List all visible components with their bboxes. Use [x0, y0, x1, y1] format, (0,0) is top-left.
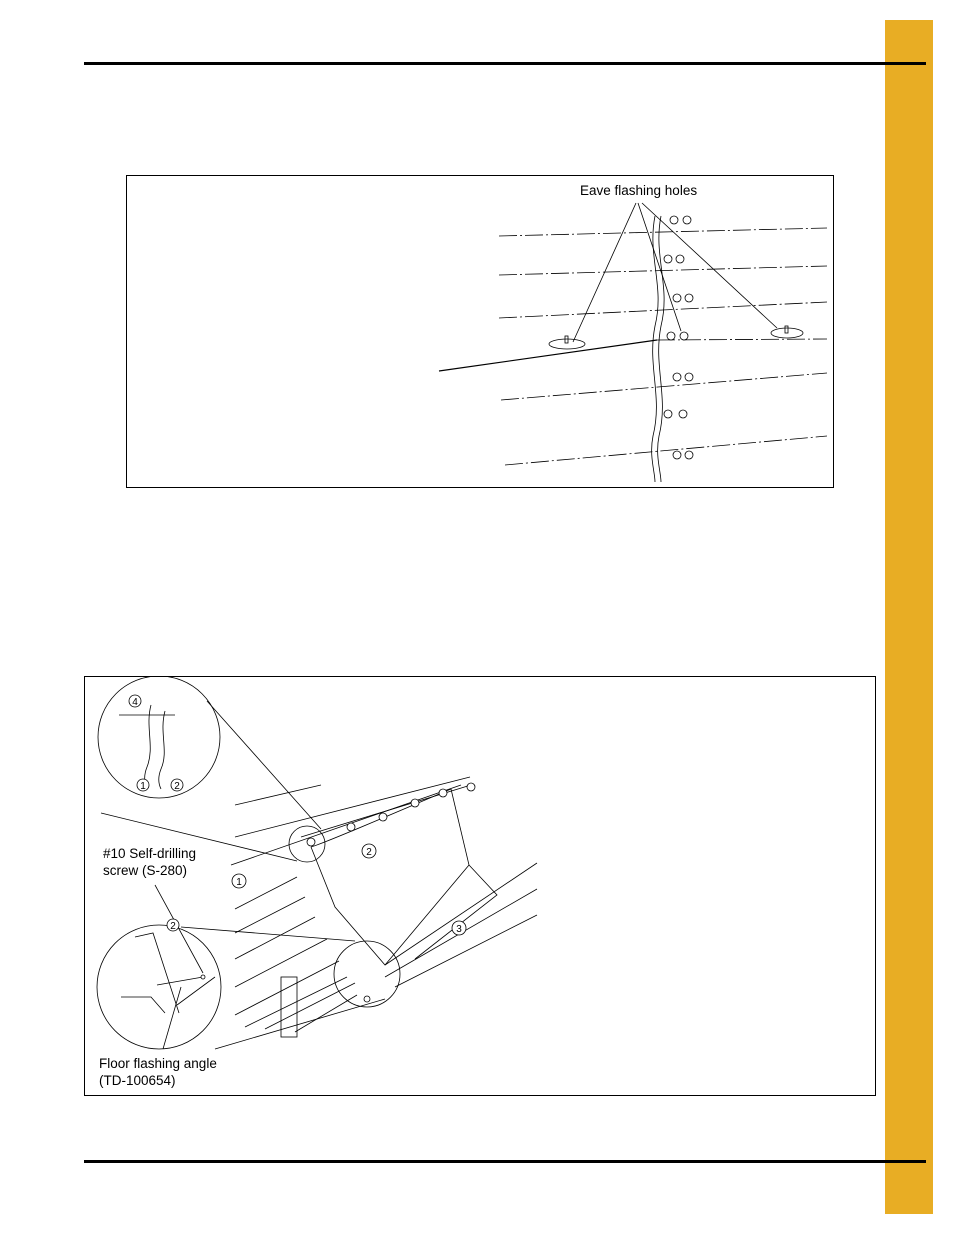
header-rule	[84, 62, 926, 65]
floor-callout-3: 3	[456, 924, 462, 935]
panel-callout-2: 2	[366, 847, 372, 858]
floor-flashing-angle-label: Floor flashing angle (TD-100654)	[99, 1055, 217, 1089]
section-side-tab	[885, 20, 933, 1214]
floor-flashing-angle-label-line2: (TD-100654)	[99, 1073, 176, 1088]
self-drilling-screw-label-line1: #10 Self-drilling	[103, 846, 197, 861]
eave-flashing-drawing	[438, 202, 828, 483]
eave-flashing-figure: Eave flashing holes	[126, 175, 834, 488]
self-drilling-screw-label-line2: screw (S-280)	[103, 863, 188, 878]
wall-callout-1: 1	[236, 877, 242, 888]
self-drilling-screw-label: #10 Self-drilling screw (S-280)	[103, 845, 196, 879]
floor-flashing-drawing: 4 1 2 2 1 2 3	[96, 677, 538, 1050]
eave-flashing-holes-label: Eave flashing holes	[580, 183, 698, 198]
detail-callout-1: 1	[140, 781, 146, 792]
detail-callout-4: 4	[132, 697, 138, 708]
inset-callout-2: 2	[170, 921, 176, 932]
floor-flashing-angle-label-line1: Floor flashing angle	[99, 1056, 217, 1071]
floor-flashing-figure: 4 1 2 2 1 2 3 #10 Self-drilling screw (S…	[84, 676, 876, 1096]
footer-rule	[84, 1160, 926, 1163]
detail-callout-2: 2	[174, 781, 180, 792]
